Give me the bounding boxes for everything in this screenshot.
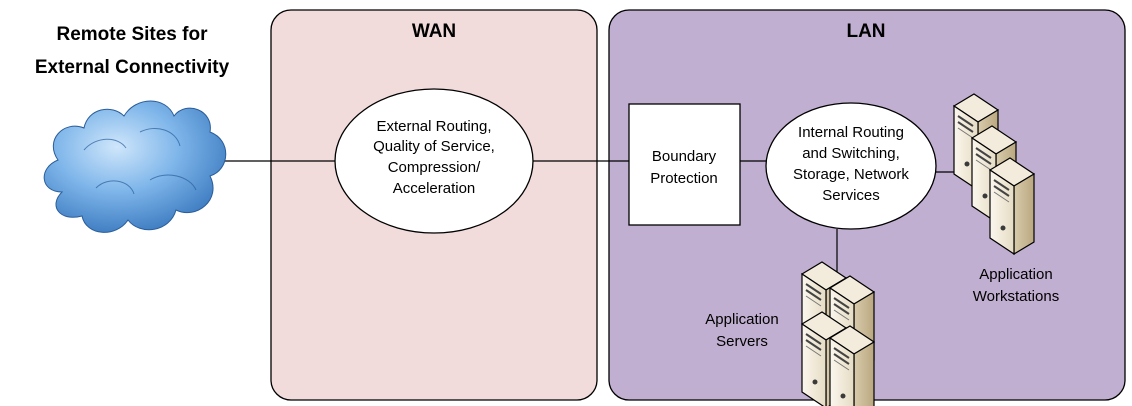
servers-label-2: Servers (716, 333, 768, 350)
workstations-label-1: Application (979, 266, 1052, 283)
boundary-protection-node (628, 103, 741, 226)
server-icon (829, 325, 875, 406)
external-routing-text-2: Quality of Service, (373, 138, 495, 155)
workstations-label-2: Workstations (973, 288, 1059, 305)
internal-routing-text-3: Storage, Network (793, 166, 909, 183)
cloud-icon (43, 100, 227, 233)
server-icon (989, 157, 1035, 255)
remote-sites-label-2: External Connectivity (35, 57, 230, 78)
external-routing-text-3: Compression/ (388, 159, 481, 176)
external-routing-node (334, 88, 534, 234)
external-routing-text-1: External Routing, (376, 118, 491, 135)
lan-title: LAN (846, 21, 885, 42)
boundary-protection-text-1: Boundary (652, 148, 717, 165)
internal-routing-text-4: Services (822, 187, 880, 204)
remote-sites-label: Remote Sites for (57, 24, 209, 45)
boundary-protection-text-2: Protection (650, 170, 718, 187)
wan-title: WAN (412, 21, 456, 42)
internal-routing-text-1: Internal Routing (798, 124, 904, 141)
external-routing-text-4: Acceleration (393, 180, 476, 197)
servers-label-1: Application (705, 311, 778, 328)
internal-routing-text-2: and Switching, (802, 145, 900, 162)
internal-routing-node (765, 102, 937, 230)
